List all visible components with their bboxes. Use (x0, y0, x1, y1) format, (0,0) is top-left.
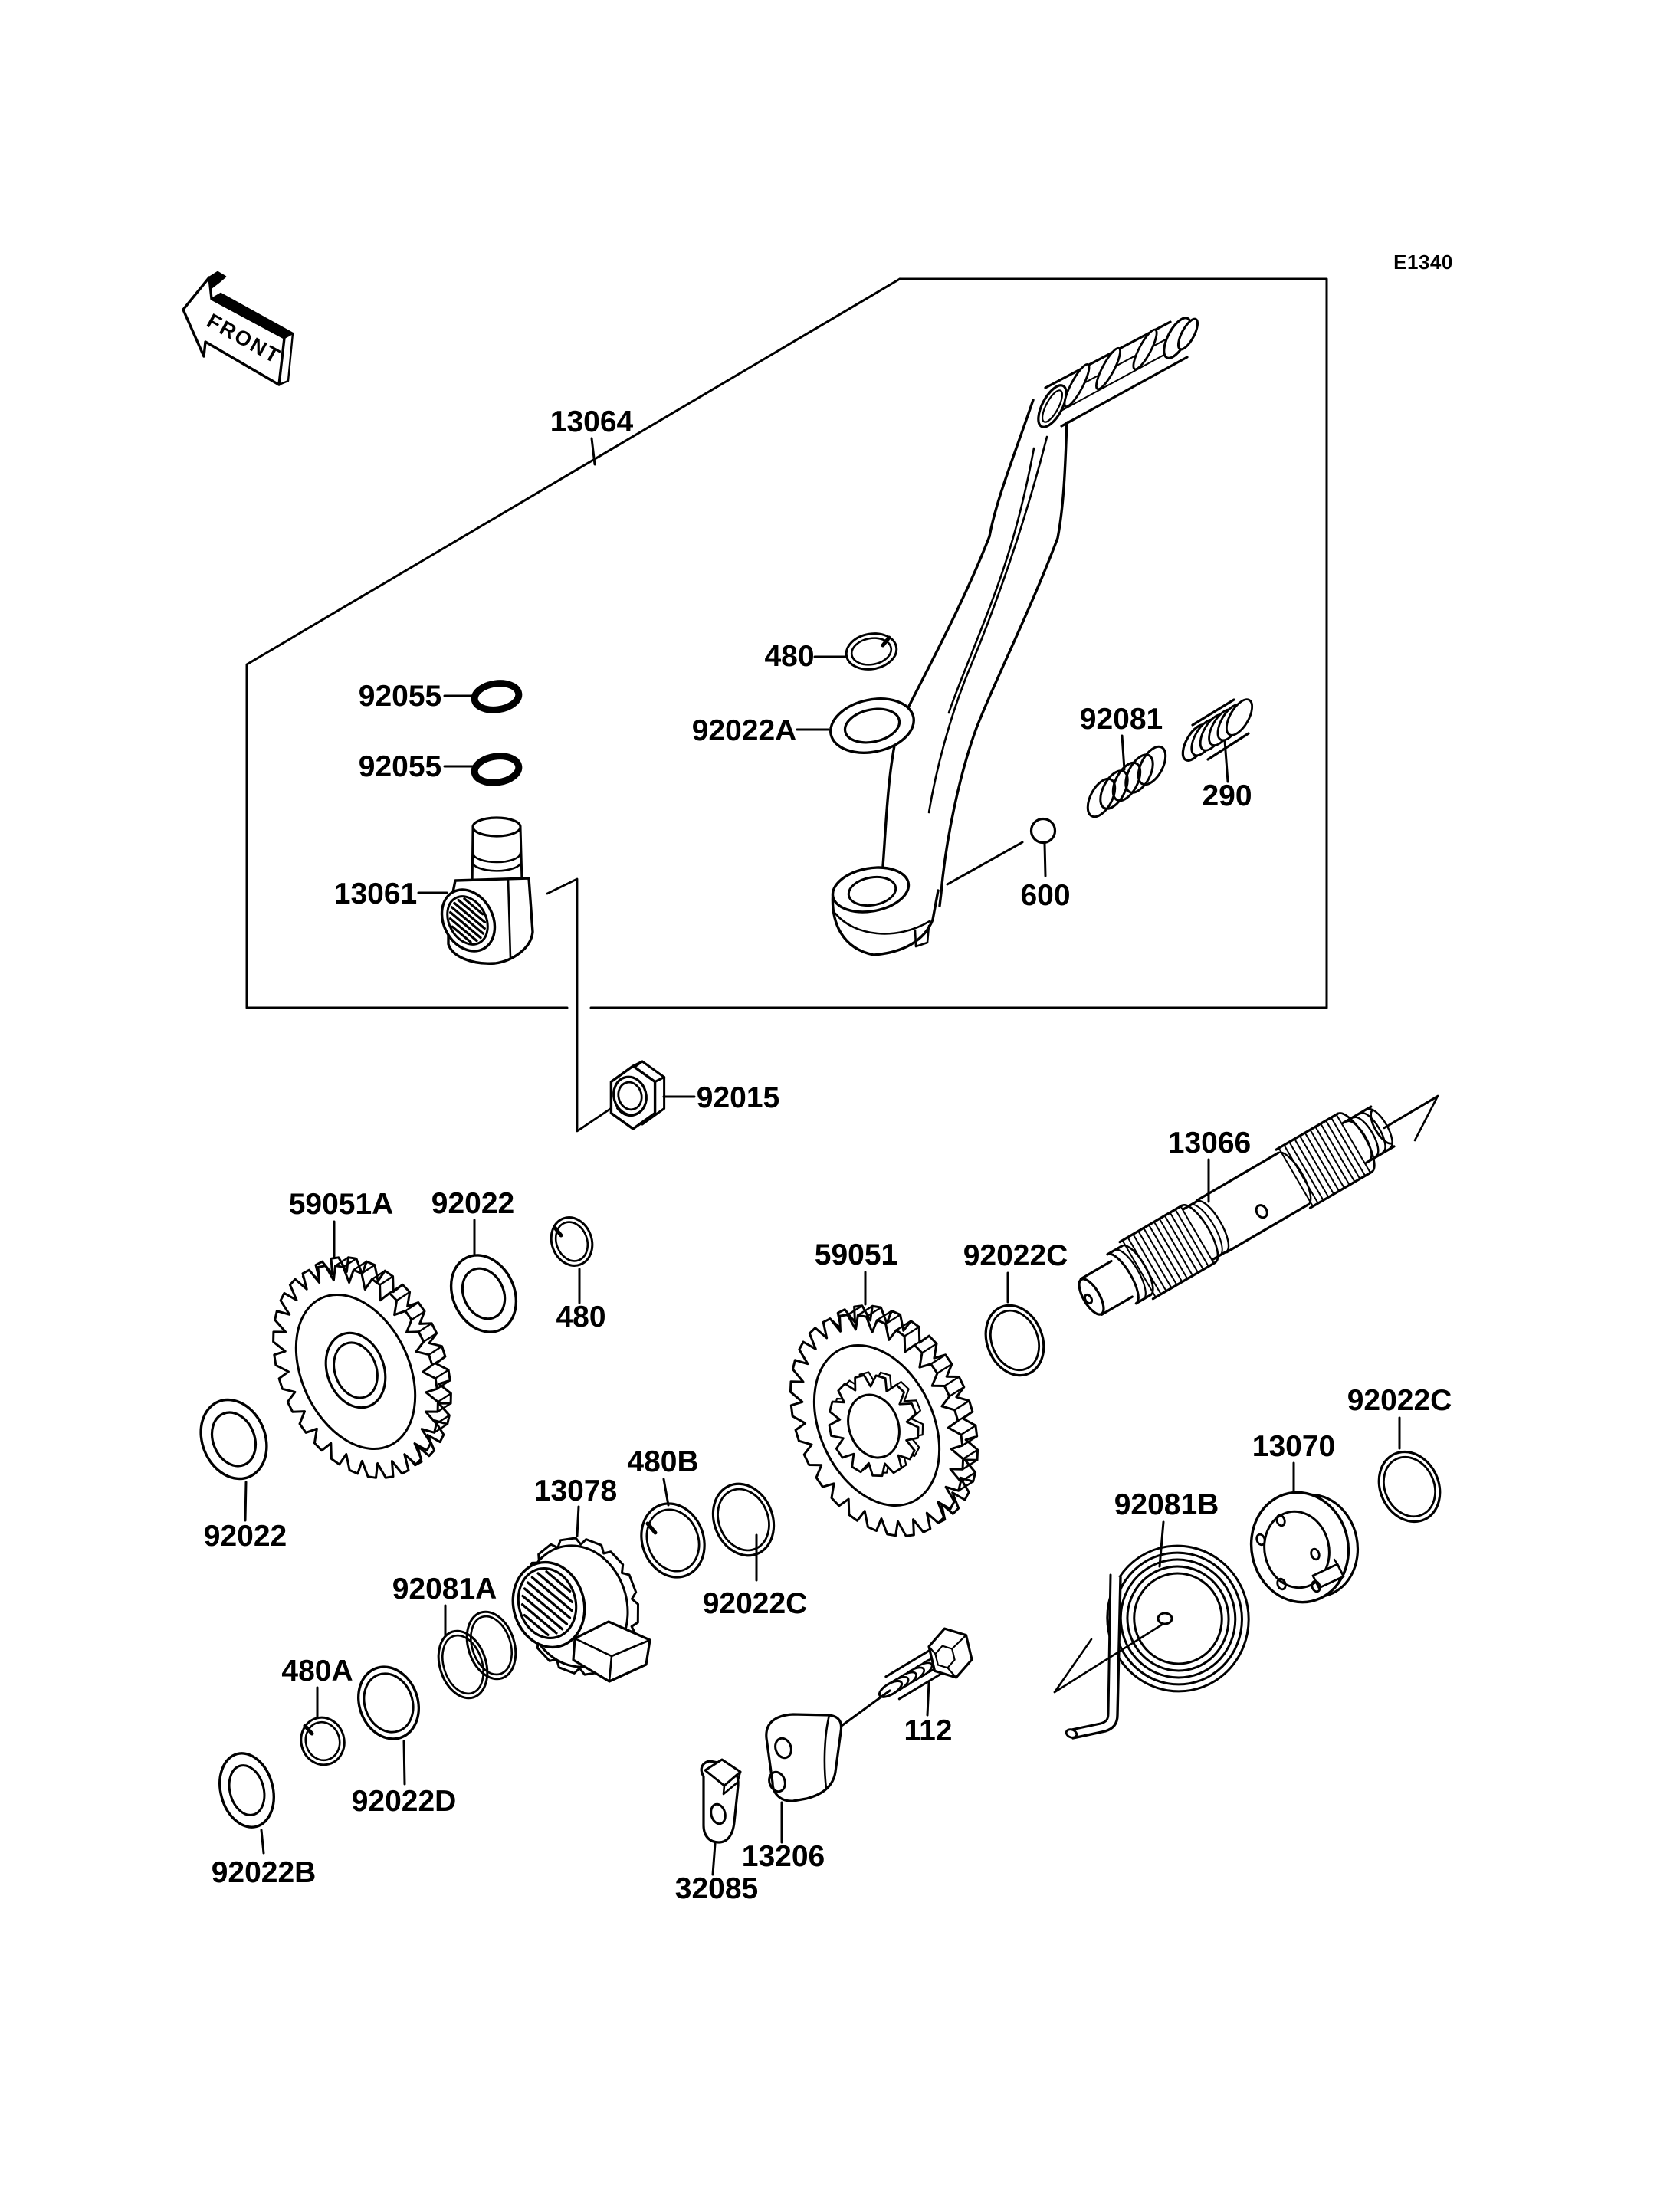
svg-text:13061: 13061 (334, 877, 417, 910)
svg-text:92055: 92055 (359, 680, 441, 713)
svg-text:92022: 92022 (431, 1187, 514, 1220)
svg-text:92081B: 92081B (1114, 1488, 1219, 1521)
svg-text:32085: 32085 (675, 1872, 758, 1905)
svg-text:92081: 92081 (1080, 703, 1163, 736)
svg-text:92081A: 92081A (392, 1573, 497, 1606)
svg-text:59051A: 59051A (289, 1188, 394, 1221)
svg-text:600: 600 (1020, 879, 1070, 912)
svg-text:13064: 13064 (550, 405, 634, 438)
svg-text:E1340: E1340 (1393, 251, 1453, 274)
svg-text:13078: 13078 (534, 1474, 617, 1507)
svg-text:92022C: 92022C (1347, 1384, 1452, 1417)
svg-text:13206: 13206 (742, 1840, 825, 1873)
svg-text:92022A: 92022A (692, 714, 797, 747)
svg-text:112: 112 (904, 1714, 953, 1747)
svg-text:480: 480 (556, 1301, 605, 1333)
svg-text:92022C: 92022C (963, 1239, 1068, 1272)
svg-text:92022: 92022 (204, 1520, 287, 1553)
svg-text:92015: 92015 (697, 1081, 779, 1114)
svg-text:92022D: 92022D (352, 1785, 457, 1818)
svg-text:480: 480 (764, 640, 814, 673)
svg-text:13066: 13066 (1168, 1127, 1251, 1160)
svg-text:92022B: 92022B (212, 1856, 317, 1889)
svg-text:480B: 480B (627, 1445, 698, 1478)
svg-text:480A: 480A (281, 1655, 353, 1688)
svg-text:290: 290 (1202, 779, 1252, 812)
svg-text:13070: 13070 (1252, 1430, 1335, 1463)
svg-text:92022C: 92022C (703, 1587, 808, 1620)
svg-text:92055: 92055 (359, 750, 441, 783)
svg-text:59051: 59051 (815, 1238, 897, 1271)
